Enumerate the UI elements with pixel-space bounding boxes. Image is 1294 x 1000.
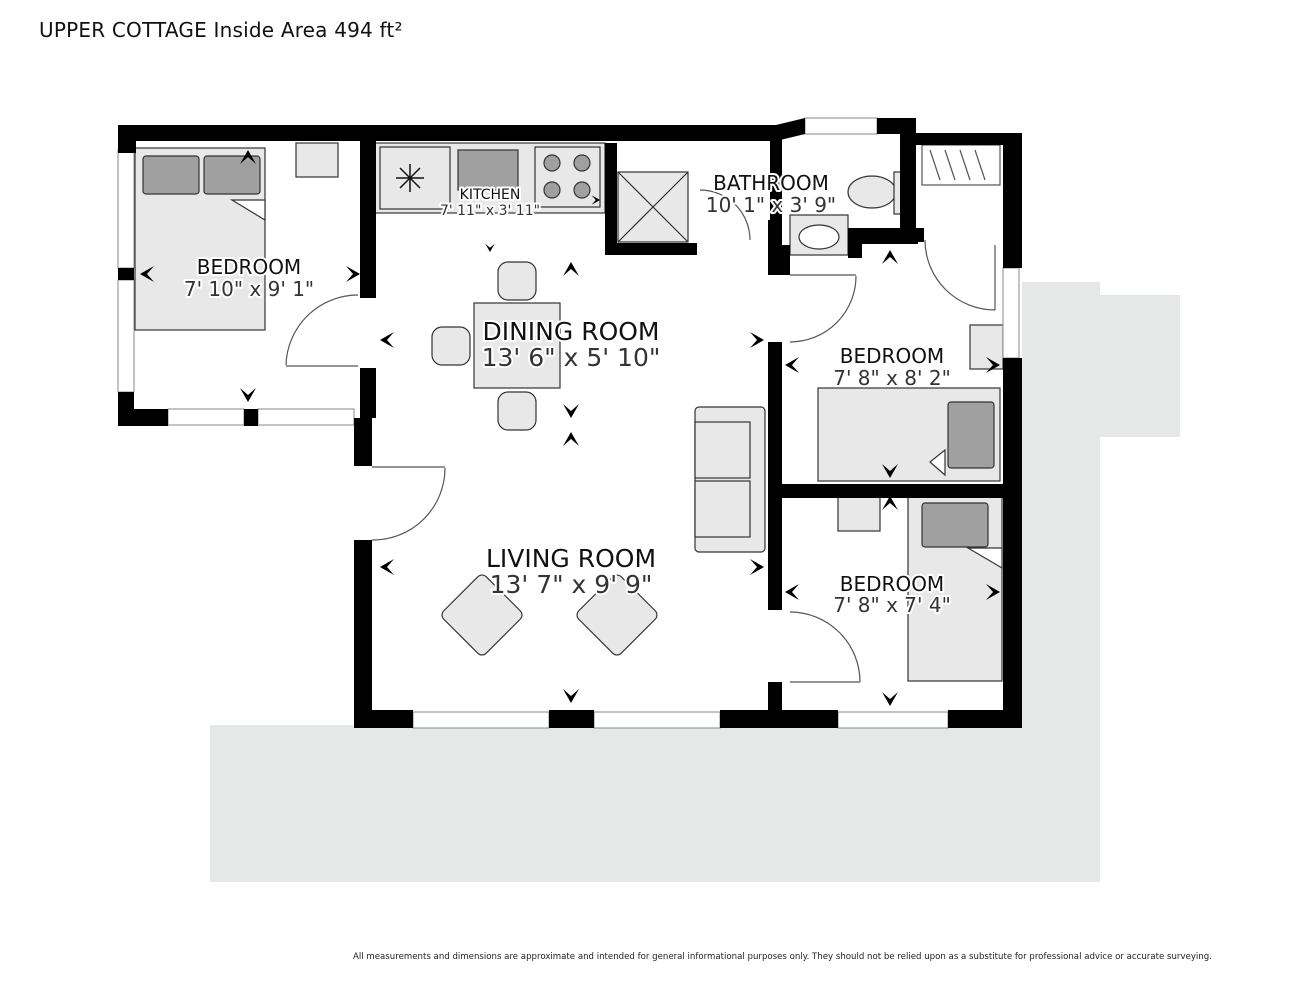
room-dims-living: 13' 7" x 9' 9"	[490, 570, 653, 599]
room-dims-bedroom-low: 7' 8" x 7' 4"	[833, 593, 951, 617]
stove-icon	[534, 146, 601, 208]
shower-icon	[617, 171, 689, 243]
room-name-bathroom: BATHROOM	[713, 171, 829, 195]
bed-icon	[134, 147, 266, 331]
sofa-icon	[694, 406, 766, 553]
room-name-bedroom-mid: BEDROOM	[840, 344, 944, 368]
room-name-kitchen: KITCHEN	[460, 187, 521, 203]
room-labels: BEDROOM 7' 10" x 9' 1" KITCHEN 7' 11" x …	[182, 169, 953, 619]
disclaimer-text: All measurements and dimensions are appr…	[353, 952, 1212, 962]
room-name-bedroom-left: BEDROOM	[197, 255, 301, 279]
plan-title: UPPER COTTAGE Inside Area 494 ft²	[39, 18, 403, 42]
dining-table-icon	[431, 261, 561, 431]
snowflake-icon	[396, 164, 424, 192]
nightstand-icon	[295, 142, 339, 178]
room-dims-kitchen: 7' 11" x 3' 11"	[440, 203, 540, 219]
windows	[117, 117, 1020, 729]
doors	[285, 189, 996, 683]
room-name-dining: DINING ROOM	[482, 317, 659, 346]
nightstand-icon	[837, 324, 1004, 532]
walls	[118, 118, 1022, 728]
room-dims-bathroom: 10' 1" x 3' 9"	[706, 193, 836, 217]
room-name-living: LIVING ROOM	[486, 544, 656, 573]
bed-icon	[817, 387, 1001, 482]
closet-icon	[921, 144, 1001, 186]
room-name-bedroom-low: BEDROOM	[840, 572, 944, 596]
furniture	[134, 142, 1004, 682]
bed-icon	[907, 496, 1003, 682]
room-dims-bedroom-mid: 7' 8" x 8' 2"	[833, 366, 951, 390]
kitchen-counter	[374, 142, 606, 214]
room-dims-bedroom-left: 7' 10" x 9' 1"	[184, 277, 314, 301]
sink-icon	[789, 214, 849, 256]
floor-plan: BEDROOM 7' 10" x 9' 1" KITCHEN 7' 11" x …	[117, 117, 1180, 882]
armchair-icon	[441, 574, 658, 656]
room-dims-dining: 13' 6" x 5' 10"	[482, 343, 661, 372]
